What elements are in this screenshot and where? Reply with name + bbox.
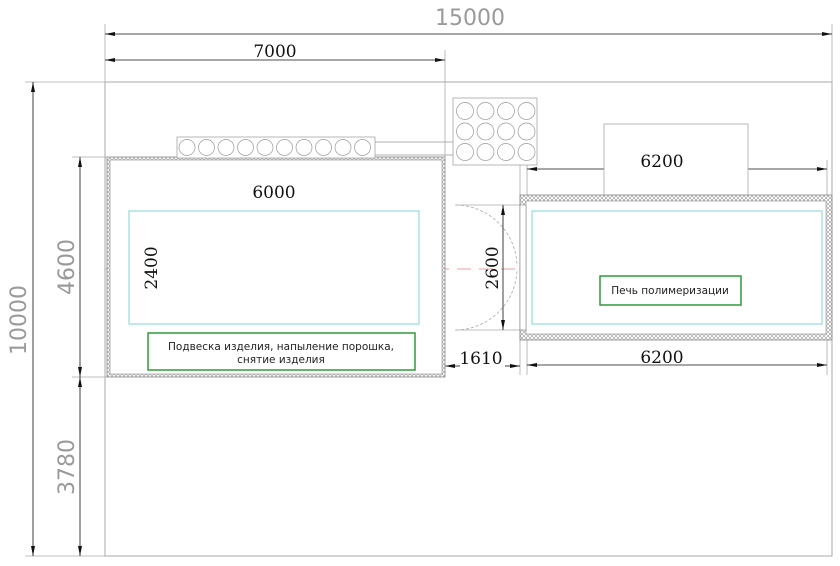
filter-circle xyxy=(334,139,352,156)
dim-2600: 2600 xyxy=(483,246,503,289)
filter-circle xyxy=(315,139,332,156)
dim-3780: 3780 xyxy=(55,439,80,495)
cartridge-circle xyxy=(456,143,474,161)
cartridge-circle xyxy=(476,143,495,161)
oven-doors xyxy=(455,204,518,331)
dim-15000: 15000 xyxy=(435,6,505,31)
dim-6000: 6000 xyxy=(252,183,295,203)
cartridge-circle xyxy=(476,122,495,141)
curing-oven xyxy=(519,123,833,341)
cartridge-circle xyxy=(456,122,474,141)
filter-circle xyxy=(354,139,371,156)
filter-circle xyxy=(237,139,254,156)
oven-label-box xyxy=(599,275,742,306)
dim-1610: 1610 xyxy=(459,349,502,369)
dim-4600: 4600 xyxy=(55,239,80,295)
filter-circle xyxy=(256,139,274,156)
dim-2400: 2400 xyxy=(142,246,162,289)
cartridge-circle xyxy=(517,102,536,120)
dim-10000: 10000 xyxy=(7,285,32,355)
filter-circle xyxy=(295,139,313,156)
filter-circle xyxy=(276,139,293,156)
cartridge-circle xyxy=(497,102,515,120)
cartridge-circle xyxy=(497,122,515,141)
cartridge-circle xyxy=(517,122,536,141)
cartridge-circle xyxy=(476,102,495,120)
filter-row xyxy=(176,136,453,159)
filter-circle xyxy=(198,139,215,156)
booth-label-line2: снятие изделия xyxy=(237,354,325,366)
booth-label-line1: Подвеска изделия, напыление порошка, xyxy=(168,341,394,353)
oven-label: Печь полимеризации xyxy=(611,285,729,297)
dim-6200-bottom: 6200 xyxy=(640,348,683,368)
dim-7000: 7000 xyxy=(253,42,296,62)
oven-top-unit xyxy=(603,123,749,196)
cartridge-circle xyxy=(497,143,515,161)
filter-cartridge-block xyxy=(452,97,538,166)
filter-circle xyxy=(217,139,235,156)
cartridge-circle xyxy=(456,102,474,120)
booth-label-box xyxy=(147,332,416,371)
cartridge-circle xyxy=(517,143,536,161)
oven-work-area xyxy=(531,210,823,325)
booth-work-area xyxy=(128,210,420,325)
filter-circle xyxy=(178,139,196,156)
dim-6200-top: 6200 xyxy=(640,152,683,172)
